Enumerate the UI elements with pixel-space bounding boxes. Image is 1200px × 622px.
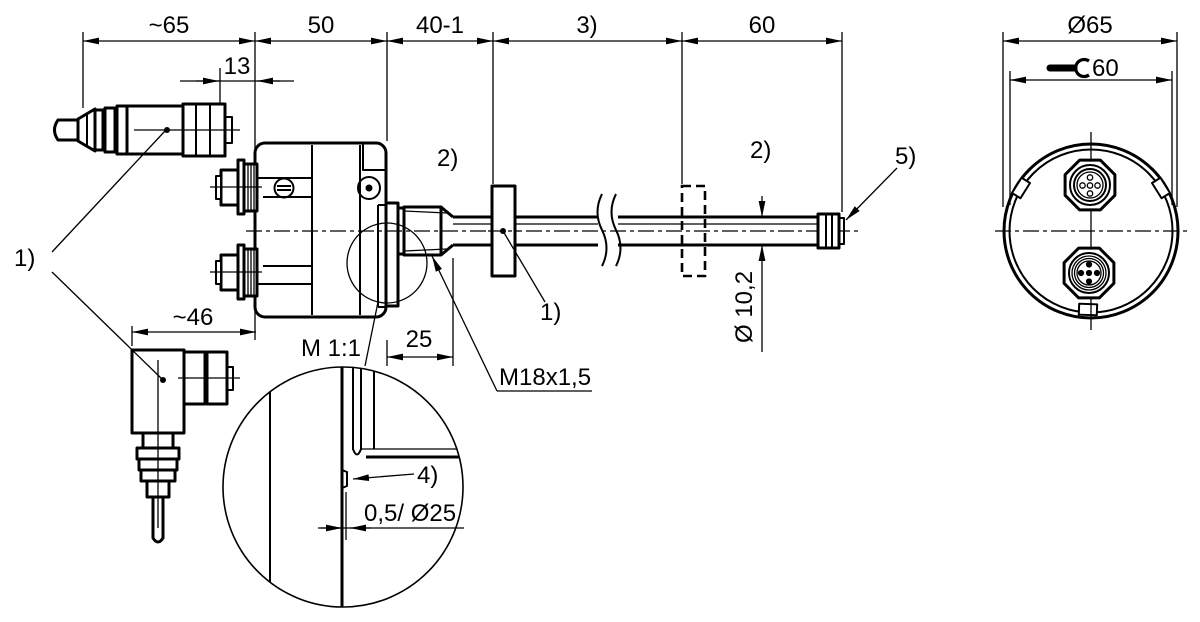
- dim-label-40-1: 40-1: [416, 12, 464, 39]
- dim-label-46: ~46: [173, 304, 214, 331]
- dim-label-50: 50: [308, 12, 335, 39]
- dim-13: 13: [180, 53, 294, 104]
- dim-label-step: 0,5/ Ø25: [364, 500, 456, 527]
- dim-label-13: 13: [224, 53, 251, 80]
- dim-25: 25: [386, 258, 454, 366]
- dim-step: 0,5/ Ø25: [318, 492, 464, 540]
- dim-46: ~46: [131, 304, 256, 346]
- note-1-label: 1): [14, 245, 35, 272]
- end-view: Ø65 60: [995, 12, 1187, 330]
- dim-label-end-diameter: Ø65: [1067, 12, 1112, 39]
- note-4-label: 4): [417, 462, 438, 489]
- thread-spec-label: M18x1,5: [499, 364, 591, 391]
- note-1-magnet-label: 1): [540, 299, 561, 326]
- rod-end-cap: [816, 212, 841, 250]
- wrench-icon: [1046, 57, 1090, 79]
- note-1-magnet: 1): [502, 230, 561, 326]
- body-socket-top: [210, 158, 262, 216]
- clamp-tab-bottom: [1077, 302, 1099, 317]
- note-1-connectors: 1): [14, 130, 166, 381]
- note-5-label: 5): [895, 143, 916, 170]
- dim-label-65: ~65: [149, 12, 190, 39]
- body-socket-bottom: [210, 243, 262, 301]
- detail-indicator: M 1:1: [301, 222, 428, 367]
- detail-scale-label: M 1:1: [301, 335, 361, 362]
- dim-label-60: 60: [749, 12, 776, 39]
- note-2-left: 2): [437, 145, 458, 172]
- flange-and-thread: [384, 201, 454, 308]
- dim-label-25: 25: [406, 326, 433, 353]
- end-view-connector-top: [1063, 158, 1117, 212]
- break-line-right: [610, 193, 622, 267]
- note-5-tip: 5): [845, 143, 916, 221]
- dim-end-diameter: Ø65: [1002, 12, 1178, 207]
- dim-rod-diameter: Ø 10,2: [731, 196, 766, 352]
- probe-rod: [246, 193, 858, 267]
- end-view-connector-bottom: [1062, 246, 1116, 300]
- thread-spec-callout: M18x1,5: [431, 255, 592, 392]
- dim-wrench-flats: 60: [1009, 55, 1173, 205]
- top-dimension-chain: ~65 50 40-1 3) 60: [82, 12, 843, 340]
- dim-label-rod-diameter: Ø 10,2: [731, 271, 758, 343]
- clamp-tab-upper-left: [1010, 176, 1032, 200]
- note-2-right: 2): [750, 137, 771, 164]
- break-line-left: [596, 193, 608, 267]
- detail-view: 4) 0,5/ Ø25: [222, 366, 464, 608]
- elbow-connector: [130, 348, 240, 544]
- straight-connector: [53, 102, 240, 158]
- dim-label-3: 3): [576, 12, 597, 39]
- sensor-head-body: [210, 141, 388, 319]
- note-4-callout: 4): [352, 462, 438, 489]
- dim-label-wrench: 60: [1092, 55, 1119, 82]
- clamp-tab-upper-right: [1150, 176, 1172, 200]
